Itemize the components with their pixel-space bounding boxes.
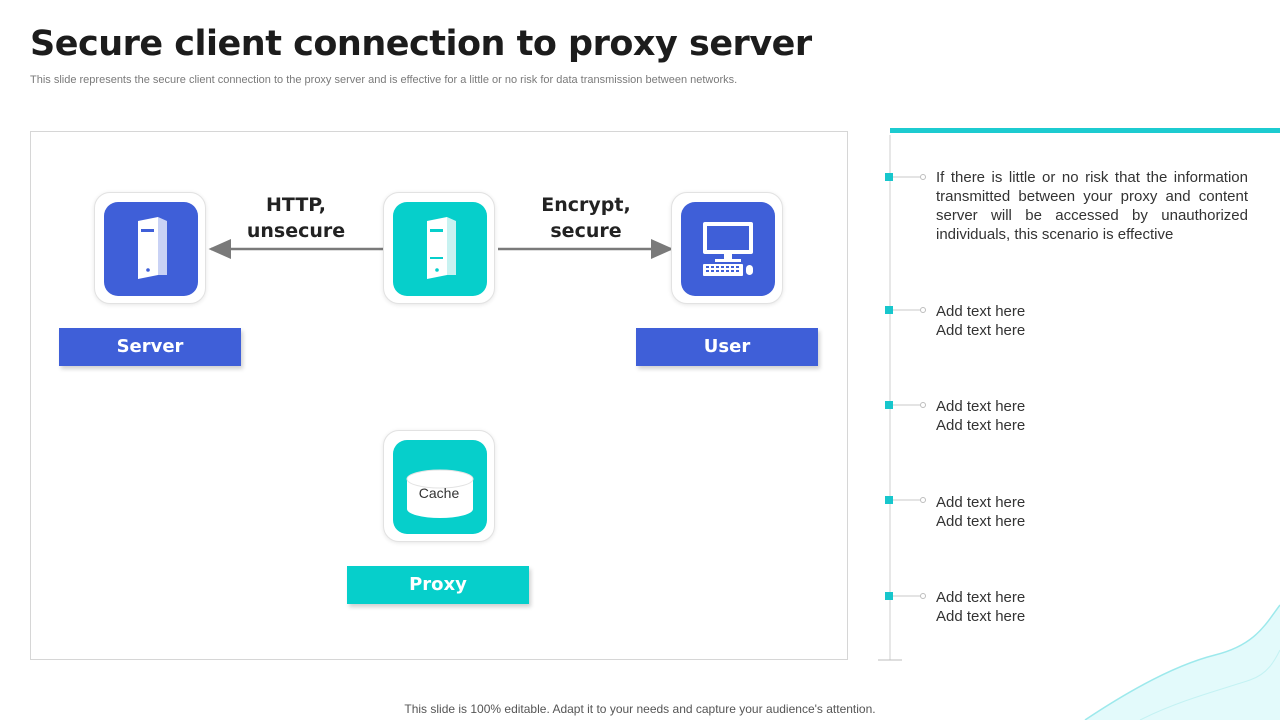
server-icon-bg [104, 202, 198, 296]
server-tower-icon [138, 217, 167, 279]
server-tower-icon [427, 217, 456, 279]
connection-label-http: HTTP, unsecure [226, 192, 366, 244]
connection-label-line1: Encrypt, [541, 194, 631, 216]
connection-label-line1: HTTP, [266, 194, 326, 216]
connection-label-line2: secure [550, 220, 622, 242]
page-subtitle: This slide represents the secure client … [30, 74, 738, 86]
timeline-item-line: Add text here [936, 417, 1026, 434]
user-label: User [636, 328, 818, 366]
cache-database-icon [406, 469, 474, 518]
timeline-item-line: Add text here [936, 589, 1026, 606]
timeline-item-5: Add text here Add text here [936, 588, 1248, 626]
page-title: Secure client connection to proxy server [30, 24, 812, 64]
cache-node [383, 430, 495, 542]
server-node [94, 192, 206, 304]
cache-label: Cache [418, 485, 460, 501]
cache-icon-bg [393, 440, 487, 534]
proxy-server-node [383, 192, 495, 304]
diagram-frame: HTTP, unsecure Encrypt, secure [30, 131, 848, 660]
timeline-item-line: Add text here [936, 398, 1026, 415]
timeline-item-line: Add text here [936, 303, 1026, 320]
timeline-marker-2 [885, 306, 926, 314]
timeline-marker-1 [885, 173, 926, 181]
connector-arrows [208, 239, 674, 259]
user-node [671, 192, 783, 304]
desktop-computer-icon [703, 222, 753, 276]
timeline-marker-5 [885, 592, 926, 600]
user-icon-bg [681, 202, 775, 296]
timeline-item-3: Add text here Add text here [936, 397, 1248, 435]
timeline-item-text: If there is little or no risk that the i… [936, 169, 1248, 243]
connection-label-line2: unsecure [246, 220, 346, 242]
timeline-item-1: If there is little or no risk that the i… [936, 168, 1248, 244]
timeline-item-line: Add text here [936, 513, 1026, 530]
timeline-marker-4 [885, 496, 926, 504]
timeline-item-line: Add text here [936, 494, 1026, 511]
proxy-server-icon-bg [393, 202, 487, 296]
timeline-item-line: Add text here [936, 322, 1026, 339]
footer-note: This slide is 100% editable. Adapt it to… [404, 702, 876, 716]
server-label: Server [59, 328, 241, 366]
timeline-item-4: Add text here Add text here [936, 493, 1248, 531]
timeline-marker-3 [885, 401, 926, 409]
panel-accent-bar [890, 128, 1280, 133]
timeline-item-line: Add text here [936, 608, 1026, 625]
connection-label-encrypt: Encrypt, secure [516, 192, 656, 244]
timeline-item-2: Add text here Add text here [936, 302, 1248, 340]
proxy-label: Proxy [347, 566, 529, 604]
